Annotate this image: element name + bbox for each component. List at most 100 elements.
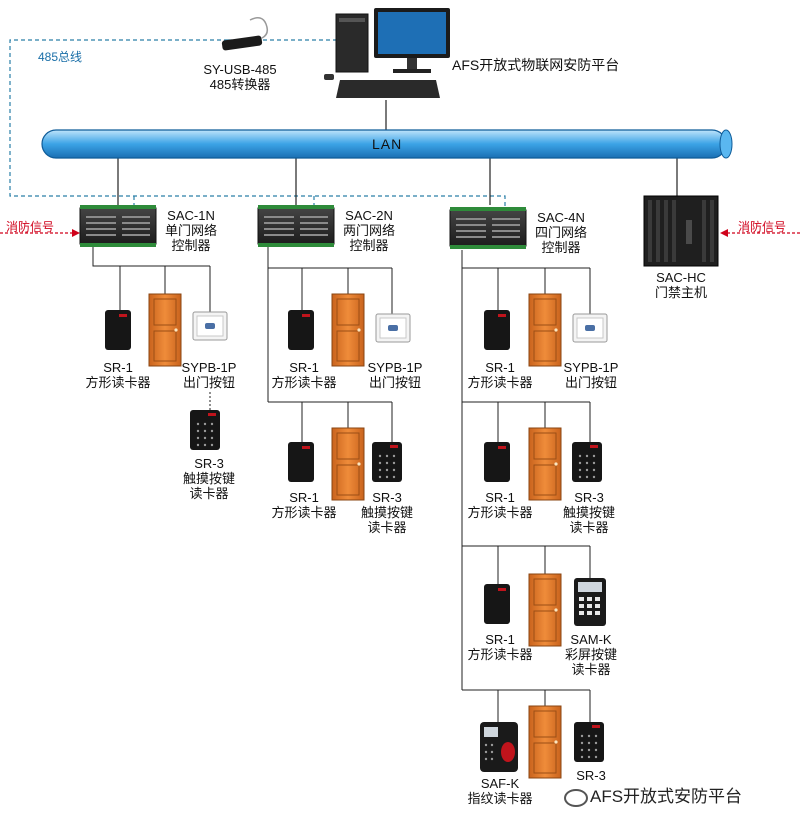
sac-1n-desc2: 控制器	[171, 238, 211, 253]
c4-reader-b-desc: 方形读卡器	[467, 505, 533, 520]
c2-reader-label: SR-1 方形读卡器	[266, 360, 342, 390]
c1-reader-desc: 方形读卡器	[85, 375, 151, 390]
c4-door-d	[528, 705, 562, 779]
c2-touch-model: SR-3	[372, 490, 402, 505]
device-wiring	[92, 247, 591, 722]
c2-reader-b-model: SR-1	[289, 490, 319, 505]
c4-saf-k-reader	[480, 722, 518, 772]
c4-button-desc: 出门按钮	[564, 375, 617, 390]
sac-2n-desc2: 控制器	[349, 238, 389, 253]
c2-reader-model: SR-1	[289, 360, 319, 375]
c1-exit-button	[192, 311, 228, 341]
c2-touch-label: SR-3 触摸按键 读卡器	[354, 490, 420, 535]
c1-touch-desc: 触摸按键	[182, 471, 235, 486]
usb-converter-desc: 485转换器	[209, 77, 271, 92]
sac-hc-device	[643, 195, 719, 267]
c1-touch-model: SR-3	[194, 456, 224, 471]
wechat-icon	[564, 788, 588, 807]
c2-touch-desc: 触摸按键	[360, 505, 413, 520]
c1-sr3-reader	[190, 410, 220, 450]
c1-touch-desc2: 读卡器	[189, 486, 229, 501]
c2-sr3-reader	[372, 442, 402, 482]
c4-sr1-reader-b	[484, 442, 510, 482]
lan-drops	[117, 100, 678, 205]
c4-reader-b-model: SR-1	[485, 490, 515, 505]
c4-touch-d-model: SR-3	[576, 768, 606, 783]
sac-1n-device	[79, 204, 157, 248]
c4-button-label: SYPB-1P 出门按钮	[558, 360, 624, 390]
sac-2n-device	[257, 204, 335, 248]
c4-sam-model: SAM-K	[570, 632, 612, 647]
c1-button-label: SYPB-1P 出门按钮	[176, 360, 242, 390]
c4-sam-k-reader	[574, 578, 606, 626]
sac-2n-desc: 两门网络	[342, 223, 395, 238]
c4-reader-b-label: SR-1 方形读卡器	[462, 490, 538, 520]
c4-sam-desc: 彩屏按键	[564, 647, 617, 662]
c4-saf-label: SAF-K 指纹读卡器	[462, 776, 538, 806]
c2-sr1-reader	[288, 310, 314, 350]
sac-1n-label: SAC-1N 单门网络 控制器	[158, 208, 224, 253]
platform-computer	[324, 8, 450, 98]
c4-reader-c-label: SR-1 方形读卡器	[462, 632, 538, 662]
fire-signal-left: 消防信号	[6, 220, 55, 234]
usb-converter-model: SY-USB-485	[203, 62, 277, 77]
fire-signal-right: 消防信号	[738, 220, 787, 234]
c4-sr1-reader-a	[484, 310, 510, 350]
c1-reader-label: SR-1 方形读卡器	[80, 360, 156, 390]
c4-touch-d-label: SR-3	[566, 768, 616, 783]
sac-1n-model: SAC-1N	[167, 208, 215, 223]
c1-touch-label: SR-3 触摸按键 读卡器	[176, 456, 242, 501]
c1-door	[148, 293, 182, 367]
usb-converter-device	[221, 17, 269, 51]
c4-exit-button	[572, 313, 608, 343]
c4-reader-label: SR-1 方形读卡器	[462, 360, 538, 390]
c4-sr1-reader-c	[484, 584, 510, 624]
platform-label: AFS开放式物联网安防平台	[452, 57, 620, 73]
c1-sr1-reader	[105, 310, 131, 350]
c2-reader-desc: 方形读卡器	[271, 375, 337, 390]
sac-hc-model: SAC-HC	[656, 270, 706, 285]
c4-sam-desc2: 读卡器	[571, 662, 611, 677]
rs485-bus-label: 485总线	[38, 50, 83, 64]
sac-2n-label: SAC-2N 两门网络 控制器	[336, 208, 402, 253]
c4-sr3-reader-d	[574, 722, 604, 762]
sac-4n-device	[449, 206, 527, 250]
sac-4n-label: SAC-4N 四门网络 控制器	[528, 210, 594, 255]
c1-button-desc: 出门按钮	[182, 375, 235, 390]
sac-1n-desc: 单门网络	[164, 223, 217, 238]
c4-touch-b-desc: 触摸按键	[562, 505, 615, 520]
c2-door-a	[331, 293, 365, 367]
c4-button-model: SYPB-1P	[563, 360, 619, 375]
c2-touch-desc2: 读卡器	[367, 520, 407, 535]
c1-reader-model: SR-1	[103, 360, 133, 375]
sac-4n-model: SAC-4N	[537, 210, 585, 225]
c4-reader-desc: 方形读卡器	[467, 375, 533, 390]
c1-button-model: SYPB-1P	[181, 360, 237, 375]
c4-reader-model: SR-1	[485, 360, 515, 375]
usb-converter-label: SY-USB-485 485转换器	[196, 62, 284, 92]
sac-2n-model: SAC-2N	[345, 208, 393, 223]
c4-saf-model: SAF-K	[480, 776, 520, 791]
c4-reader-c-model: SR-1	[485, 632, 515, 647]
c4-touch-b-model: SR-3	[574, 490, 604, 505]
c2-button-model: SYPB-1P	[367, 360, 423, 375]
sac-4n-desc2: 控制器	[541, 240, 581, 255]
c4-door-a	[528, 293, 562, 367]
lan-backbone	[41, 129, 733, 159]
sac-hc-desc: 门禁主机	[654, 285, 707, 300]
c4-touch-b-desc2: 读卡器	[569, 520, 609, 535]
c2-reader-b-label: SR-1 方形读卡器	[266, 490, 342, 520]
c4-saf-desc: 指纹读卡器	[467, 791, 533, 806]
c4-sam-label: SAM-K 彩屏按键 读卡器	[558, 632, 624, 677]
c2-button-desc: 出门按钮	[368, 375, 421, 390]
c4-touch-b-label: SR-3 触摸按键 读卡器	[556, 490, 622, 535]
c2-button-label: SYPB-1P 出门按钮	[362, 360, 428, 390]
watermark: AFS开放式安防平台	[564, 782, 742, 807]
sac-4n-desc: 四门网络	[534, 225, 587, 240]
c4-sr3-reader-b	[572, 442, 602, 482]
c2-reader-b-desc: 方形读卡器	[271, 505, 337, 520]
c4-reader-c-desc: 方形读卡器	[467, 647, 533, 662]
lan-label: LAN	[372, 136, 403, 152]
watermark-text: AFS开放式安防平台	[590, 787, 743, 806]
